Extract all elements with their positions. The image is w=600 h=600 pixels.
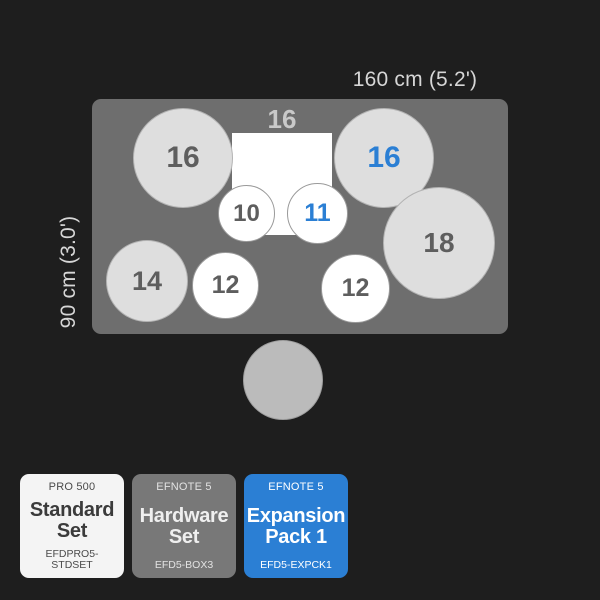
legend-card-brand: PRO 500 — [48, 481, 96, 493]
legend-card-sku: EFD5-BOX3 — [154, 559, 214, 572]
pad-label: 10 — [233, 199, 260, 227]
pad-tom-11[interactable]: 11 — [287, 183, 348, 244]
pad-label: 11 — [304, 199, 331, 227]
stage-width-label: 160 cm (5.2') — [352, 68, 478, 91]
legend-card-title: Standard Set — [29, 498, 115, 542]
legend-card-brand: EFNOTE 5 — [268, 481, 324, 493]
drum-throne[interactable] — [243, 340, 323, 420]
pad-label: 12 — [341, 274, 370, 302]
pad-label: 16 — [166, 141, 200, 174]
legend-card-hardware-set[interactable]: EFNOTE 5 Hardware Set EFD5-BOX3 — [132, 474, 236, 578]
stage-depth-label: 90 cm (3.0') — [57, 215, 80, 329]
legend: PRO 500 Standard Set EFDPRO5-STDSET EFNO… — [20, 474, 348, 578]
legend-card-expansion-pack-1[interactable]: EFNOTE 5 Expansion Pack 1 EFD5-EXPCK1 — [244, 474, 348, 578]
legend-card-sku: EFDPRO5-STDSET — [45, 547, 99, 572]
pad-label: 16 — [367, 141, 401, 174]
pad-snare-12[interactable]: 12 — [192, 252, 259, 319]
legend-card-title: Hardware Set — [139, 504, 229, 548]
legend-card-title: Expansion Pack 1 — [246, 504, 346, 548]
legend-card-sku: EFD5-EXPCK1 — [260, 559, 332, 572]
pad-label: 12 — [211, 271, 240, 299]
pad-ride-18[interactable]: 18 — [383, 187, 495, 299]
pad-label: 18 — [423, 227, 455, 258]
kick-drum-label: 16 — [267, 104, 297, 134]
pad-hihat-14[interactable]: 14 — [106, 240, 188, 322]
pad-floor-12[interactable]: 12 — [321, 254, 390, 323]
pad-label: 14 — [131, 265, 163, 296]
legend-card-standard-set[interactable]: PRO 500 Standard Set EFDPRO5-STDSET — [20, 474, 124, 578]
pad-crash-left[interactable]: 16 — [133, 108, 233, 208]
legend-card-brand: EFNOTE 5 — [156, 481, 212, 493]
pad-tom-10[interactable]: 10 — [218, 185, 275, 242]
